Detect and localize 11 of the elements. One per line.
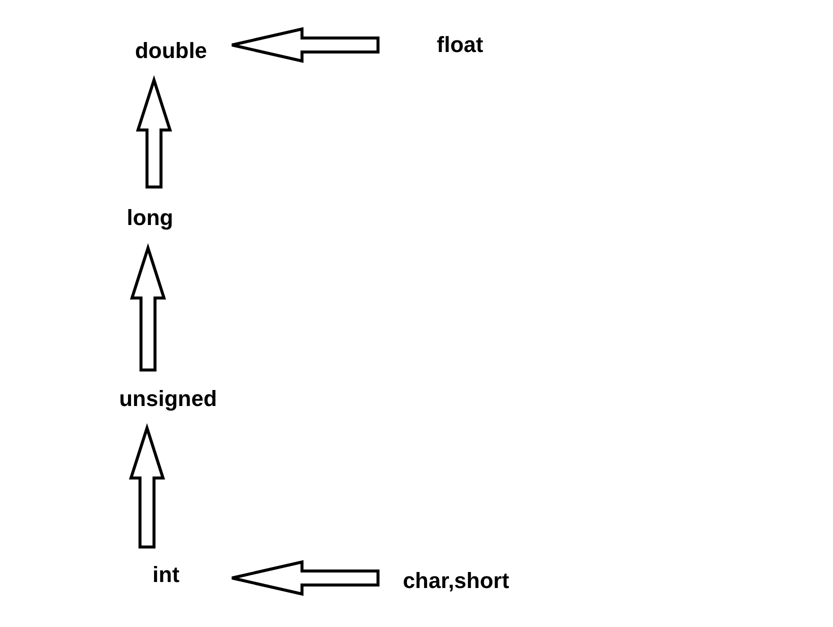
type-label: long <box>126 204 174 230</box>
block-arrow <box>230 560 380 596</box>
type-label: int <box>152 562 180 588</box>
block-arrow <box>136 75 172 188</box>
type-label: char,short <box>402 568 510 594</box>
block-arrow <box>128 423 166 548</box>
block-arrow <box>130 243 166 372</box>
type-label: float <box>436 32 484 58</box>
type-label: double <box>134 38 208 64</box>
block-arrow <box>230 27 380 63</box>
type-label: unsigned <box>119 386 217 412</box>
